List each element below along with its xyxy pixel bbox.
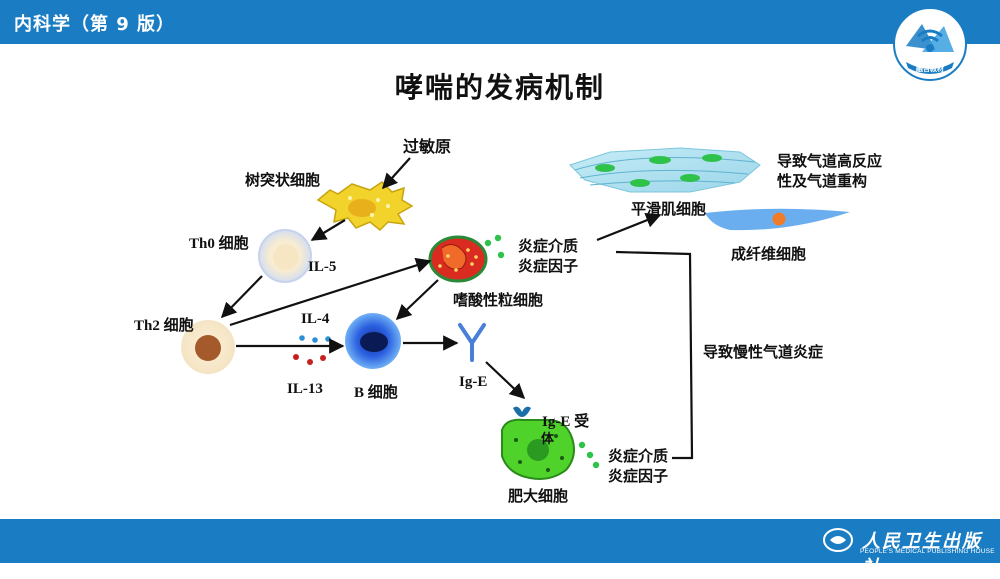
arrow-ige-to-mast-cell xyxy=(485,361,526,400)
label-th0-cell: Th0 细胞 xyxy=(189,236,249,252)
label-mediator-2a: 炎症介质 xyxy=(608,447,669,465)
label-eosinophil: 嗜酸性粒细胞 xyxy=(453,291,544,309)
label-il5: IL-5 xyxy=(308,259,337,275)
label-b-cell: B 细胞 xyxy=(354,385,398,401)
fusion-textbook-logo: 融合教材 xyxy=(893,7,967,81)
label-il4: IL-4 xyxy=(301,311,330,327)
arrow-allergen-to-dendritic xyxy=(381,157,411,190)
th2-cell-illustration xyxy=(181,320,235,374)
label-result-chronic: 导致慢性气道炎症 xyxy=(703,343,824,361)
label-il13: IL-13 xyxy=(287,381,323,397)
bracket-chronic-inflammation xyxy=(615,250,694,460)
label-mediator-2b: 炎症因子 xyxy=(608,467,669,485)
label-result-remodel-1: 导致气道高反应 xyxy=(777,152,883,170)
label-mediator-1b: 炎症因子 xyxy=(518,257,579,275)
label-mast-cell: 肥大细胞 xyxy=(508,487,569,505)
mast-cell-illustration xyxy=(501,418,575,480)
b-cell-illustration xyxy=(345,313,401,369)
smooth-muscle-cell-illustration xyxy=(569,147,761,193)
arrow-mediators-to-smooth-muscle xyxy=(596,212,662,242)
dendritic-cell-illustration xyxy=(316,181,414,232)
mast-cell-mediator-dots xyxy=(578,441,600,469)
label-fibroblast: 成纤维细胞 xyxy=(731,245,807,263)
label-ige-receptor: Ig-E 受 xyxy=(542,414,590,430)
fibroblast-cell-illustration xyxy=(705,208,850,231)
label-th2-cell: Th2 细胞 xyxy=(134,318,194,334)
label-smooth-muscle: 平滑肌细胞 xyxy=(631,200,707,218)
th0-cell-illustration xyxy=(258,229,312,283)
arrow-dendritic-to-th0 xyxy=(310,219,346,241)
ige-antibody-icon xyxy=(458,323,486,362)
label-ige: Ig-E xyxy=(459,374,488,390)
book-title: 内科学（第 9 版） xyxy=(14,14,176,35)
eosinophil-mediator-dots xyxy=(484,234,505,259)
publisher-logo-icon xyxy=(823,528,853,552)
publisher-name-en: PEOPLE'S MEDICAL PUBLISHING HOUSE xyxy=(860,548,995,555)
label-dendritic-cell: 树突状细胞 xyxy=(245,171,321,189)
label-mediator-1a: 炎症介质 xyxy=(518,237,579,255)
label-allergen: 过敏原 xyxy=(403,137,452,156)
slide-title: 哮喘的发病机制 xyxy=(394,71,605,104)
arrow-th0-to-th2 xyxy=(220,275,263,319)
arrow-th2-to-eosinophil xyxy=(229,257,432,327)
il13-dots xyxy=(293,354,326,365)
label-ige-receptor-tail: 体 xyxy=(541,432,555,447)
asthma-pathogenesis-diagram xyxy=(181,147,850,480)
il4-dots xyxy=(299,335,331,343)
ige-receptor-icon xyxy=(513,406,531,417)
label-result-remodel-2: 性及气道重构 xyxy=(777,172,868,190)
logo-caption: 融合教材 xyxy=(916,64,944,73)
arrow-eosinophil-to-b-cell xyxy=(395,279,439,321)
header-bar: 内科学（第 9 版） xyxy=(0,0,1000,44)
eosinophil-illustration xyxy=(428,235,488,283)
